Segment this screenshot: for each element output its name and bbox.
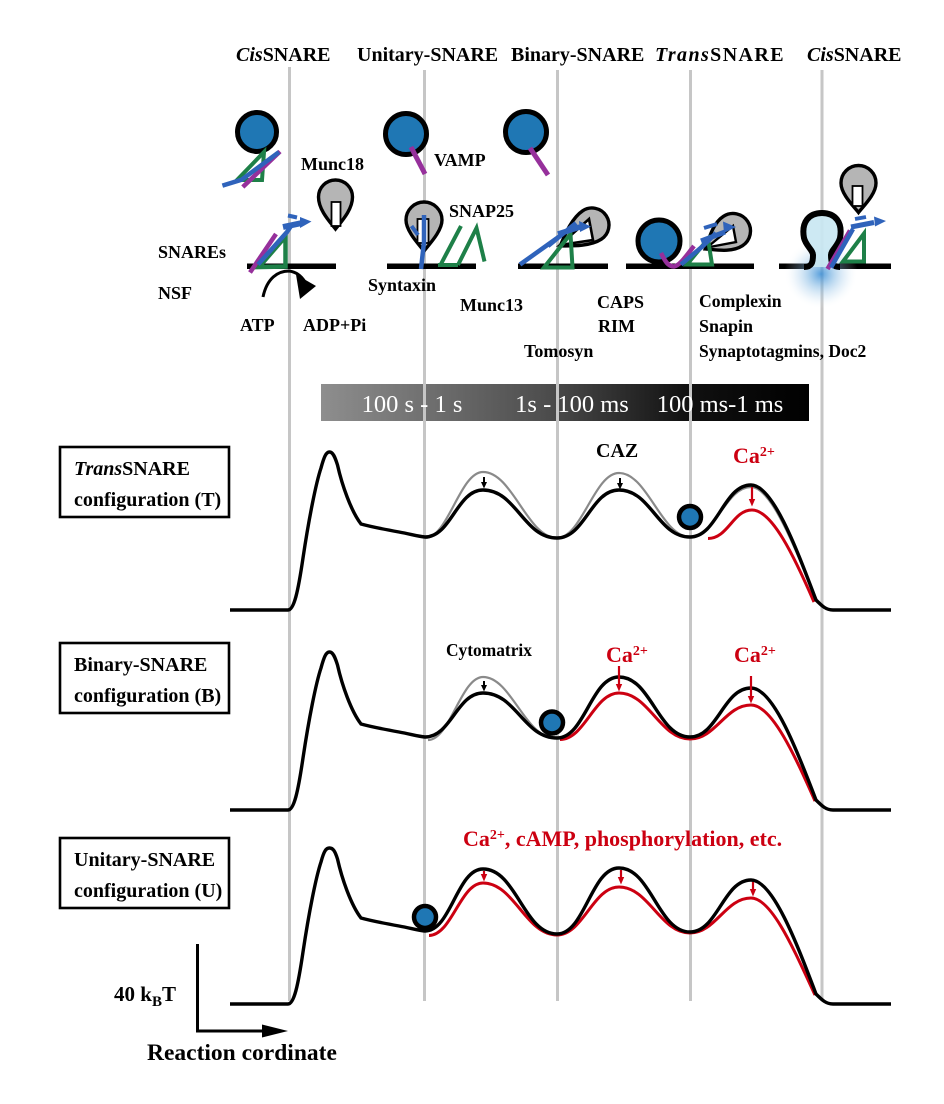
svg-text:Binary-SNARE: Binary-SNARE	[511, 44, 644, 66]
svg-text:Reaction cordinate: Reaction cordinate	[147, 1040, 337, 1066]
svg-text:Synaptotagmins, Doc2: Synaptotagmins, Doc2	[699, 341, 866, 361]
svg-text:RIM: RIM	[598, 316, 635, 336]
svg-text:Munc18: Munc18	[301, 154, 364, 174]
svg-text:100 ms-1 ms: 100 ms-1 ms	[657, 391, 784, 418]
svg-text:configuration (T): configuration (T)	[74, 489, 221, 511]
svg-text:ATP: ATP	[240, 315, 275, 335]
svg-text:Ca2+: Ca2+	[734, 642, 776, 667]
svg-text:CAPS: CAPS	[597, 292, 644, 312]
svg-text:Snapin: Snapin	[699, 316, 753, 336]
svg-text:40 kBT: 40 kBT	[114, 982, 176, 1010]
svg-text:Munc13: Munc13	[460, 295, 523, 315]
svg-text:Ca2+: Ca2+	[733, 443, 775, 468]
svg-text:TransSNARE: TransSNARE	[655, 44, 785, 66]
svg-text:SNAP25: SNAP25	[449, 201, 514, 221]
svg-text:VAMP: VAMP	[434, 150, 486, 170]
svg-text:Tomosyn: Tomosyn	[524, 341, 593, 361]
svg-text:SNAREs: SNAREs	[158, 242, 226, 262]
svg-text:1s - 100 ms: 1s - 100 ms	[515, 391, 629, 418]
svg-text:Complexin: Complexin	[699, 291, 782, 311]
svg-text:Syntaxin: Syntaxin	[368, 275, 436, 295]
svg-text:CAZ: CAZ	[596, 440, 638, 462]
svg-text:100 s - 1 s: 100 s - 1 s	[362, 391, 463, 418]
svg-text:ADP+Pi: ADP+Pi	[303, 315, 366, 335]
svg-text:configuration (B): configuration (B)	[74, 685, 221, 707]
svg-text:Cytomatrix: Cytomatrix	[446, 640, 532, 660]
svg-text:Ca2+, cAMP, phosphorylation, e: Ca2+, cAMP, phosphorylation, etc.	[463, 826, 782, 851]
svg-text:configuration (U): configuration (U)	[74, 880, 222, 902]
svg-text:CisSNARE: CisSNARE	[807, 44, 901, 66]
svg-text:Unitary-SNARE: Unitary-SNARE	[74, 849, 215, 871]
svg-text:Binary-SNARE: Binary-SNARE	[74, 654, 207, 676]
svg-text:CisSNARE: CisSNARE	[236, 44, 330, 66]
svg-text:Ca2+: Ca2+	[606, 642, 648, 667]
svg-text:TransSNARE: TransSNARE	[74, 458, 190, 480]
svg-text:Unitary-SNARE: Unitary-SNARE	[357, 44, 498, 66]
svg-text:NSF: NSF	[158, 283, 192, 303]
